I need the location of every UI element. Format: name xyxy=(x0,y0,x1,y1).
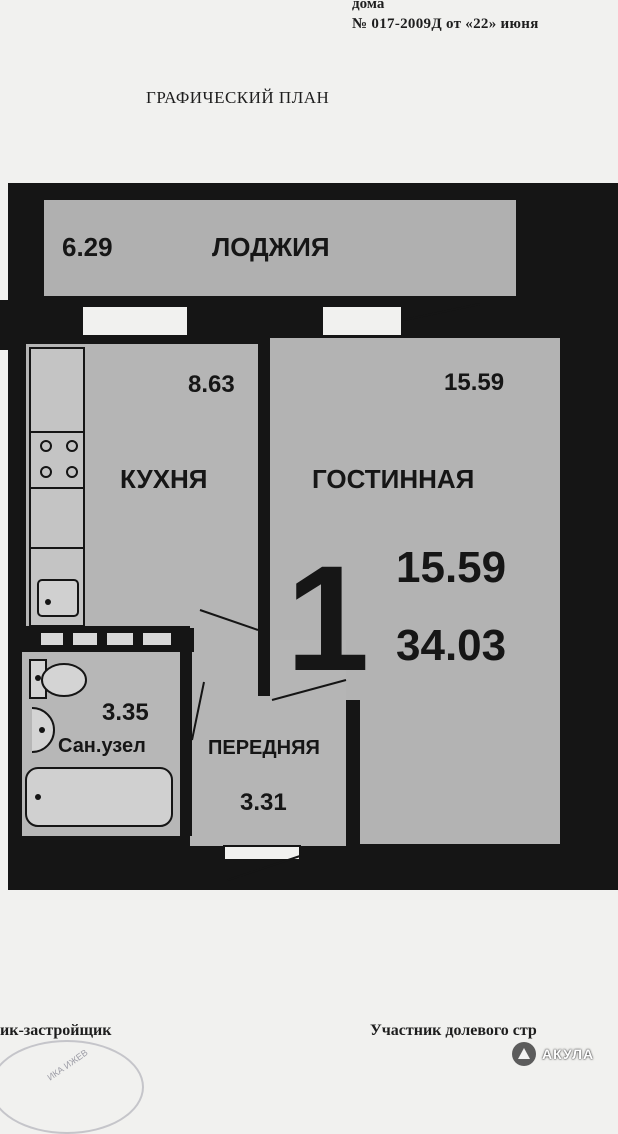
wall-living-hall xyxy=(346,700,360,846)
wall-kitchen-living xyxy=(258,340,270,696)
loggia-door-living xyxy=(321,305,403,337)
entrance-door xyxy=(223,845,301,861)
entrance-door-swing xyxy=(227,855,301,881)
plan-title: ГРАФИЧЕСКИЙ ПЛАН xyxy=(146,88,330,107)
living-area-label: 15.59 xyxy=(444,369,504,396)
loggia-area: 6.29 xyxy=(62,232,113,262)
bathtub xyxy=(25,767,173,827)
wall-bathroom-right xyxy=(180,628,192,836)
bathroom-area: 3.35 xyxy=(102,699,149,726)
floor-plan: 6.29 ЛОДЖИЯ 8.63 КУХНЯ 15.59 ГОСТИННАЯ 1… xyxy=(0,183,618,890)
bathroom-name: Сан.узел xyxy=(58,735,146,757)
apartment-number: 1 xyxy=(286,534,369,702)
wall-notch-left xyxy=(0,300,14,350)
toilet xyxy=(29,659,87,699)
hall-name: ПЕРЕДНЯЯ xyxy=(208,737,320,759)
bathroom-door-swing xyxy=(191,681,205,741)
watermark: АКУЛА xyxy=(512,1042,594,1066)
loggia-window-kitchen xyxy=(81,305,189,337)
living-area-total: 15.59 xyxy=(396,543,506,592)
developer-signature-label: ик-застройщик xyxy=(0,1022,112,1039)
hall-top-floor xyxy=(190,620,260,660)
washbasin xyxy=(31,707,55,753)
sink-drain xyxy=(45,599,51,605)
kitchen-name: КУХНЯ xyxy=(120,464,208,494)
loggia-floor xyxy=(44,200,516,296)
total-area: 34.03 xyxy=(396,621,506,670)
watermark-text: АКУЛА xyxy=(542,1046,595,1062)
bathtub-drain xyxy=(35,794,41,800)
kitchen-door-swing xyxy=(199,609,259,631)
contract-number: № 017-2009Д от «22» июня xyxy=(352,16,539,32)
loggia-name: ЛОДЖИЯ xyxy=(212,232,330,262)
stove-burner-3 xyxy=(40,466,52,478)
loggia-door-swing xyxy=(403,303,481,321)
living-door-swing xyxy=(271,679,347,701)
kitchen-sink xyxy=(37,579,79,617)
tile-strip xyxy=(39,631,173,647)
wall-notch-right xyxy=(560,290,618,336)
stove-burner-4 xyxy=(66,466,78,478)
participant-signature-label: Участник долевого стр xyxy=(370,1022,537,1039)
stove-burner-2 xyxy=(66,440,78,452)
living-name: ГОСТИННАЯ xyxy=(312,464,474,494)
stove-burner-1 xyxy=(40,440,52,452)
header-line-1: дома xyxy=(352,0,385,12)
kitchen-area: 8.63 xyxy=(188,371,235,398)
hall-area: 3.31 xyxy=(240,789,287,816)
shark-logo-icon xyxy=(512,1042,536,1066)
